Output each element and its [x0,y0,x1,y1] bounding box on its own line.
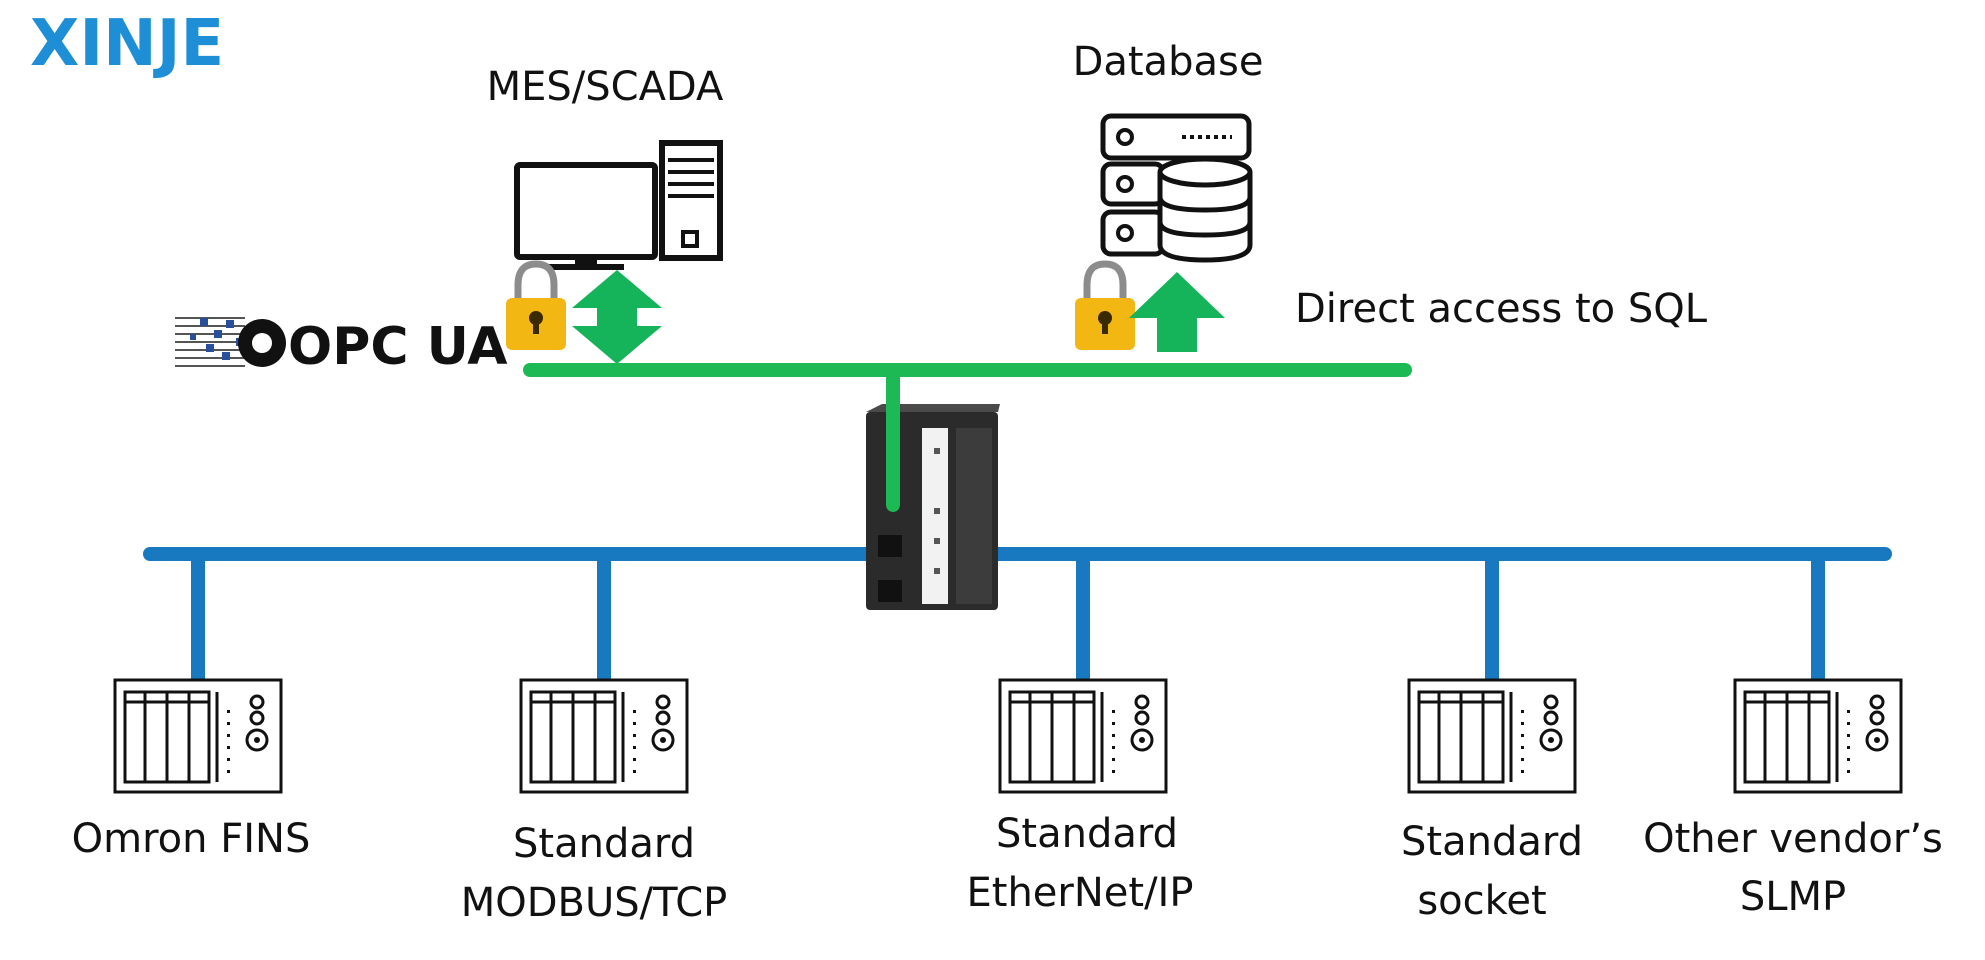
device-label: Standard [996,811,1178,857]
device-label: MODBUS/TCP [461,880,728,926]
database-label: Database [1073,39,1264,85]
device-icon [519,678,689,794]
bidirectional-arrow-icon [572,270,662,364]
computer-icon [514,140,723,270]
opc-ua-pattern-icon [175,317,286,367]
device-label: EtherNet/IP [967,870,1194,916]
opc-ua-label: OPC UA [288,317,507,377]
device-label: Other vendor’s [1643,816,1943,862]
lock-icon [1075,260,1135,350]
device-label: SLMP [1740,874,1846,920]
lock-icon [506,260,566,350]
device-label: Omron FINS [72,816,311,862]
device-label: socket [1417,878,1546,924]
device-label: Standard [1401,819,1583,865]
sql-access-label: Direct access to SQL [1295,286,1708,332]
device-icon [113,678,283,794]
mes-scada-label: MES/SCADA [487,64,724,110]
device-icon [1733,678,1903,794]
up-arrow-icon [1129,272,1225,352]
device-icon [1407,678,1577,794]
device-label: Standard [513,821,695,867]
opc-ua-logo: OPC UA [175,317,507,377]
database-server-icon [1100,113,1253,263]
device-icon [998,678,1168,794]
brand-logo: XINJE [30,7,224,81]
